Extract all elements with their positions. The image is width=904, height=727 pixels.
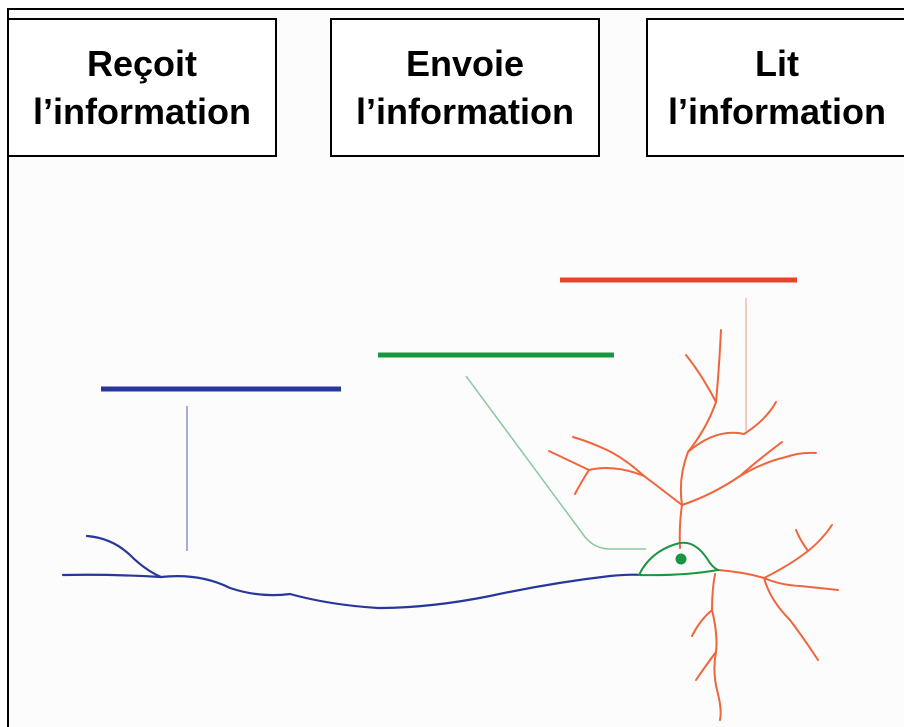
green-pointer-line	[465, 375, 646, 550]
label-box-reads-line1: Lit	[755, 42, 799, 84]
label-box-receives-line2: l’information	[33, 90, 251, 132]
dendrites	[548, 329, 839, 721]
label-box-sends-line2: l’information	[356, 90, 574, 132]
cell-body	[637, 541, 722, 577]
label-box-receives[interactable]: Reçoit l’information	[7, 18, 277, 157]
label-box-sends[interactable]: Envoie l’information	[330, 18, 600, 157]
label-box-sends-line1: Envoie	[405, 42, 525, 84]
axon	[61, 534, 643, 610]
label-box-reads[interactable]: Lit l’information	[646, 18, 904, 157]
label-box-receives-line1: Reçoit	[86, 42, 198, 84]
nucleus	[675, 553, 687, 565]
label-box-reads-line2: l’information	[668, 90, 886, 132]
